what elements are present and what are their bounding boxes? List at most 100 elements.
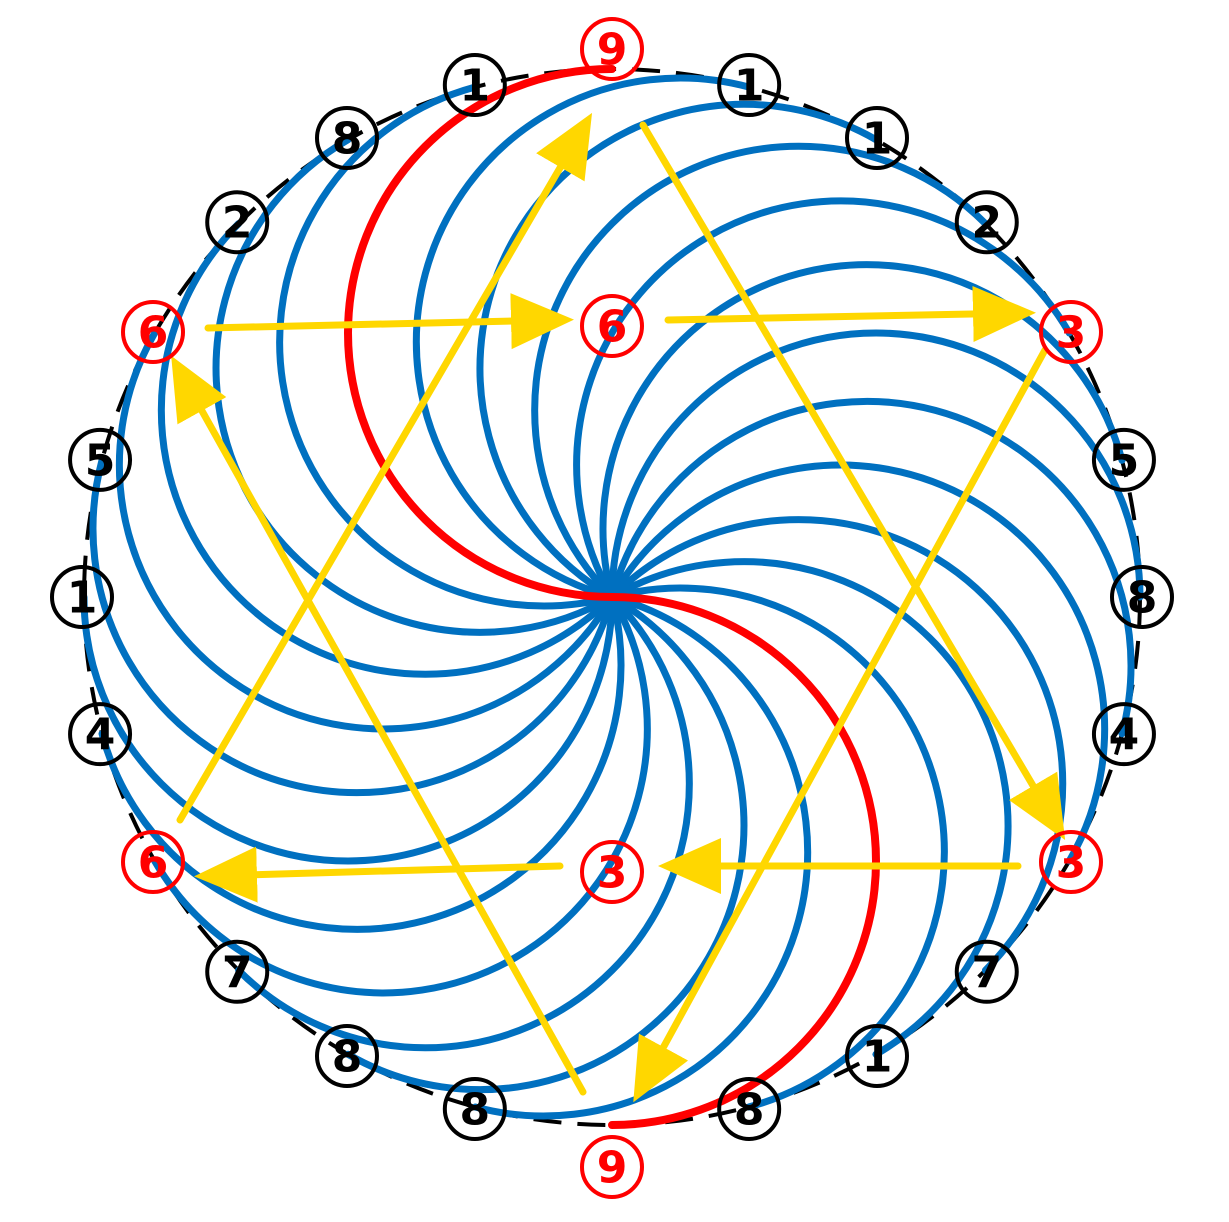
outer-digit-1: 1 [717, 53, 782, 118]
digit-label: 4 [1109, 710, 1140, 761]
inner-six-top: 6 [580, 294, 644, 358]
digit-label: 8 [734, 1084, 765, 1135]
outer-digit-3: 2 [954, 190, 1019, 255]
spiral-arm-blue [476, 100, 880, 601]
digit-circle [845, 1023, 909, 1088]
outer-digit-6: 8 [1110, 565, 1174, 629]
digit-label: 2 [971, 198, 1002, 249]
digit-circle [205, 939, 270, 1004]
digit-label: 8 [460, 1084, 491, 1135]
digit-circle [1038, 830, 1103, 894]
outer-digit-10: 1 [845, 1023, 909, 1088]
digit-circle [954, 939, 1019, 1004]
outer-digit-4: 3 [1038, 300, 1103, 364]
outer-digit-15: 7 [205, 939, 270, 1004]
digit-label: 7 [222, 947, 253, 998]
outer-digit-16: 6 [121, 830, 186, 894]
yellow-star-arrows [171, 112, 1066, 1103]
spiral-arm-blue [608, 516, 1067, 974]
spiral-arm-blue [98, 593, 625, 933]
digit-label: 5 [1109, 435, 1140, 486]
outer-digit-9: 7 [954, 939, 1019, 1004]
outer-digit-11: 8 [717, 1076, 782, 1141]
digit-circle [845, 106, 909, 171]
star-arrow [171, 355, 587, 1096]
outer-digit-21: 2 [205, 190, 270, 255]
star-arrow [204, 293, 574, 350]
digit-label: 3 [597, 848, 628, 899]
digit-label: 1 [862, 1031, 893, 1082]
digit-circle [1091, 702, 1156, 767]
spiral-arm-blue [608, 461, 1109, 865]
digit-circle [68, 427, 133, 492]
digit-circle [1110, 565, 1174, 629]
digit-circle [580, 294, 644, 358]
outer-digit-23: 1 [442, 53, 507, 118]
digit-circle [580, 1135, 644, 1199]
spiral-arm-blue [276, 83, 616, 610]
outer-digit-12: 9 [580, 1135, 644, 1199]
spiral-arm-blue [573, 197, 1073, 601]
star-arrow [633, 346, 1049, 1103]
outer-digit-8: 3 [1038, 830, 1103, 894]
outer-digit-19: 5 [68, 427, 133, 492]
spiral-arm-blue [235, 593, 693, 1052]
digit-circle [717, 53, 782, 118]
digit-label: 6 [597, 302, 628, 353]
digit-circle [205, 190, 270, 255]
digit-circle [580, 17, 644, 81]
digit-label: 3 [1056, 838, 1087, 889]
spiral-arm-blue [412, 74, 753, 601]
spiral-arm-red [344, 65, 616, 601]
digit-label: 4 [85, 710, 116, 761]
outer-digit-13: 8 [442, 1076, 507, 1141]
digit-label: 1 [460, 61, 491, 112]
spiral-arm-blue [608, 329, 1144, 601]
spiral-arm-blue [608, 397, 1135, 738]
star-arrow [176, 112, 593, 824]
digit-circle [1038, 300, 1103, 364]
digit-circle [580, 840, 644, 904]
digit-label: 3 [1056, 308, 1087, 359]
digit-circle [442, 1076, 507, 1141]
inner-three-bottom: 3 [580, 840, 644, 904]
digit-label: 8 [1127, 573, 1158, 624]
digit-label: 8 [332, 1031, 363, 1082]
star-arrow [639, 121, 1066, 841]
spiral-arm-blue [89, 456, 616, 797]
digit-label: 2 [222, 198, 253, 249]
outer-digit-20: 6 [121, 300, 186, 364]
digit-label: 1 [67, 573, 98, 624]
digit-label: 9 [597, 1143, 628, 1194]
outer-digit-2: 1 [845, 106, 909, 171]
digit-circle [1091, 427, 1156, 492]
star-arrow [194, 846, 564, 903]
digit-label: 1 [862, 114, 893, 165]
outer-digit-7: 4 [1091, 702, 1156, 767]
outer-digit-0: 9 [580, 17, 644, 81]
outer-digit-18: 1 [50, 565, 114, 629]
digit-label: 1 [734, 61, 765, 112]
spiral-arm-blue [608, 558, 1012, 1058]
digit-circle [121, 300, 186, 364]
spiral-arm-blue [608, 584, 948, 1111]
spiral-arm-blue [471, 593, 812, 1120]
digit-circle [954, 190, 1019, 255]
spiral-arm-blue [212, 136, 616, 636]
spiral-arm-red [608, 593, 880, 1129]
digit-circle [315, 106, 379, 171]
digit-label: 5 [85, 435, 116, 486]
digit-label: 6 [138, 308, 169, 359]
digit-circle [717, 1076, 782, 1141]
spiral-arm-blue [80, 593, 616, 865]
outer-digit-14: 8 [315, 1023, 379, 1088]
digit-label: 6 [138, 838, 169, 889]
digit-circle [121, 830, 186, 894]
spiral-arm-blue [599, 261, 1126, 601]
digit-circle [442, 53, 507, 118]
spiral-arm-blue [151, 593, 651, 997]
digit-circle [50, 565, 114, 629]
outer-digit-5: 5 [1091, 427, 1156, 492]
